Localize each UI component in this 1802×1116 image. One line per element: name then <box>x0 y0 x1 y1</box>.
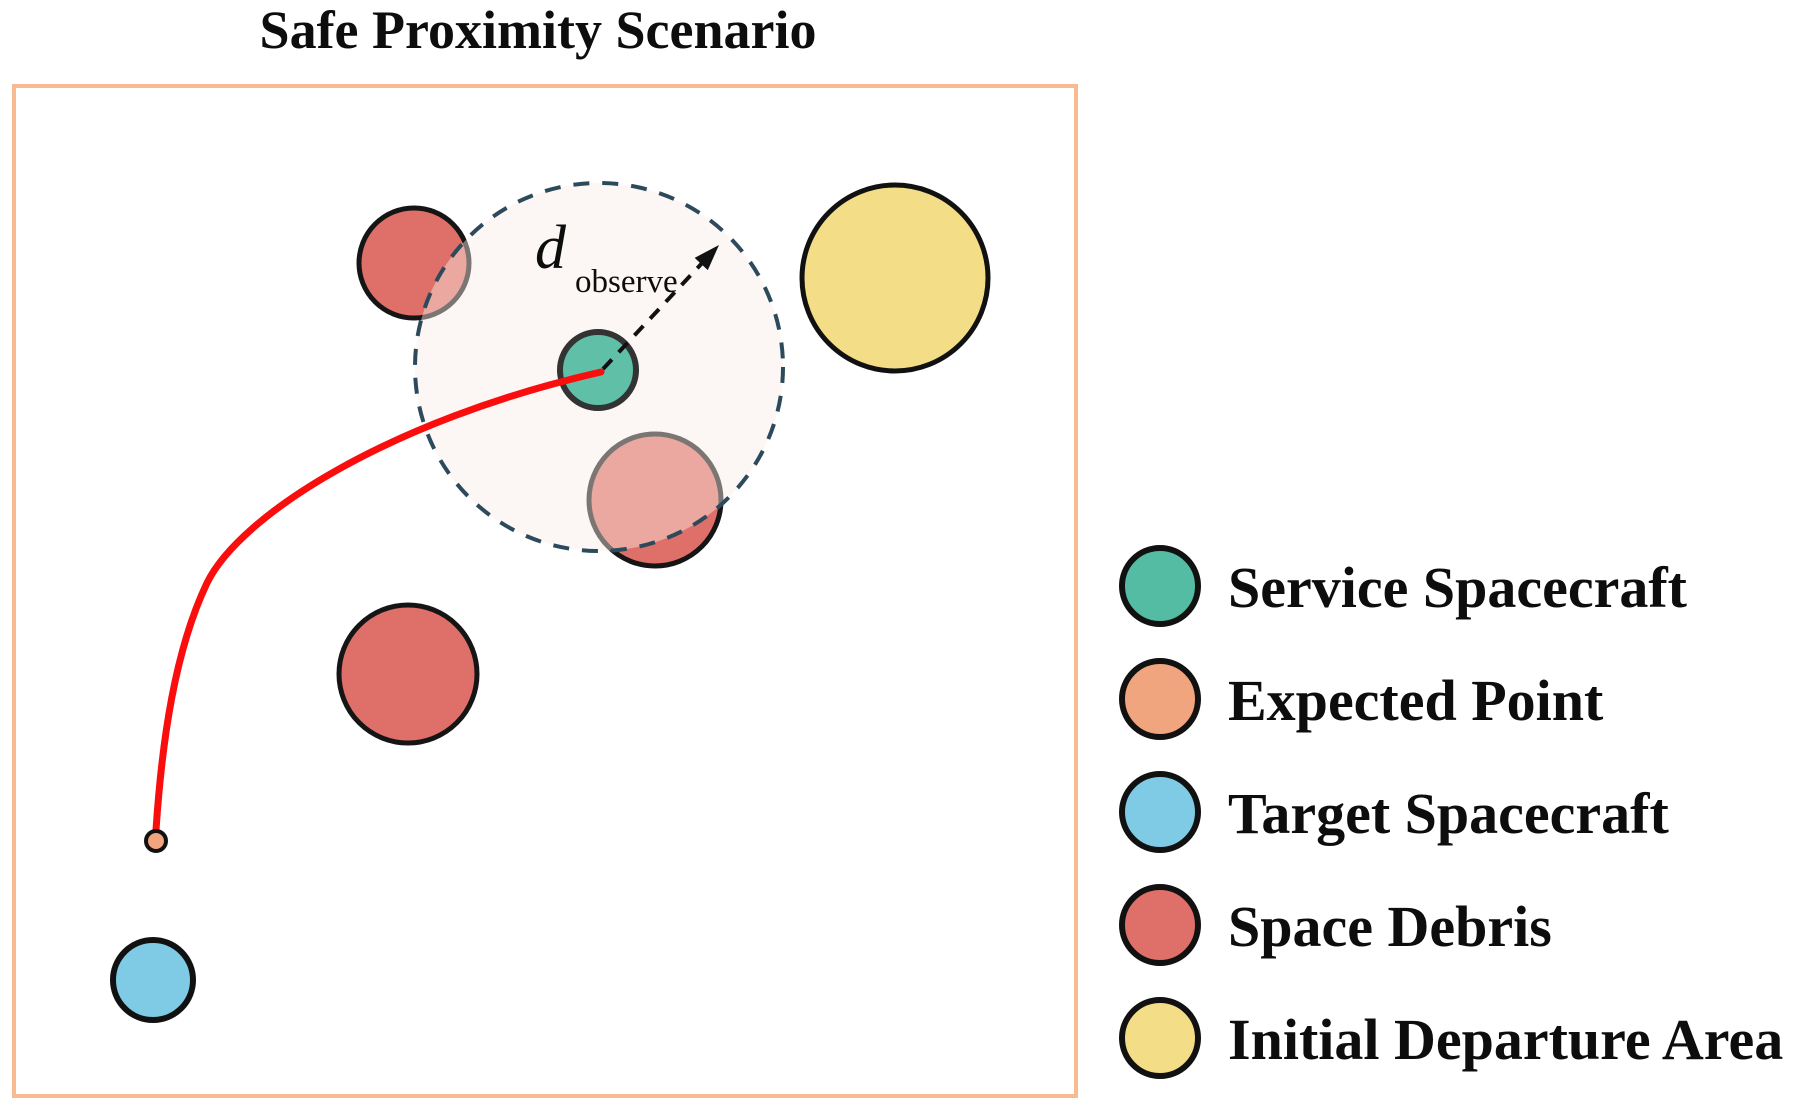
space-debris-2 <box>586 431 724 569</box>
legend-item-space-debris: Space Debris <box>1119 884 1552 966</box>
legend-marker-service-spacecraft <box>1119 545 1201 627</box>
initial-departure-area <box>799 182 991 374</box>
legend-item-initial-departure-area: Initial Departure Area <box>1119 997 1783 1079</box>
observe-radius-arrow-line <box>601 259 706 371</box>
observe-distance-subscript: observe <box>575 264 678 300</box>
observe-distance-label: d <box>535 214 567 282</box>
legend-item-target-spacecraft: Target Spacecraft <box>1119 771 1669 853</box>
legend-label-expected-point: Expected Point <box>1228 668 1604 733</box>
space-debris-3 <box>336 602 480 746</box>
expected-point <box>144 829 168 853</box>
target-spacecraft <box>110 937 196 1023</box>
legend-item-expected-point: Expected Point <box>1119 658 1604 740</box>
legend-label-initial-departure-area: Initial Departure Area <box>1228 1007 1783 1072</box>
observe-radius-arrowhead <box>694 245 719 271</box>
legend-label-space-debris: Space Debris <box>1228 894 1552 959</box>
legend-marker-target-spacecraft <box>1119 771 1201 853</box>
legend-label-target-spacecraft: Target Spacecraft <box>1228 781 1669 846</box>
legend-label-service-spacecraft: Service Spacecraft <box>1228 555 1688 620</box>
figure-title: Safe Proximity Scenario <box>260 0 817 60</box>
approach-trajectory <box>152 368 605 834</box>
legend-marker-initial-departure-area <box>1119 997 1201 1079</box>
legend: Service Spacecraft Expected Point Target… <box>1119 545 1783 1079</box>
legend-item-service-spacecraft: Service Spacecraft <box>1119 545 1688 627</box>
space-debris-1 <box>356 205 472 321</box>
legend-marker-expected-point <box>1119 658 1201 740</box>
legend-marker-space-debris <box>1119 884 1201 966</box>
